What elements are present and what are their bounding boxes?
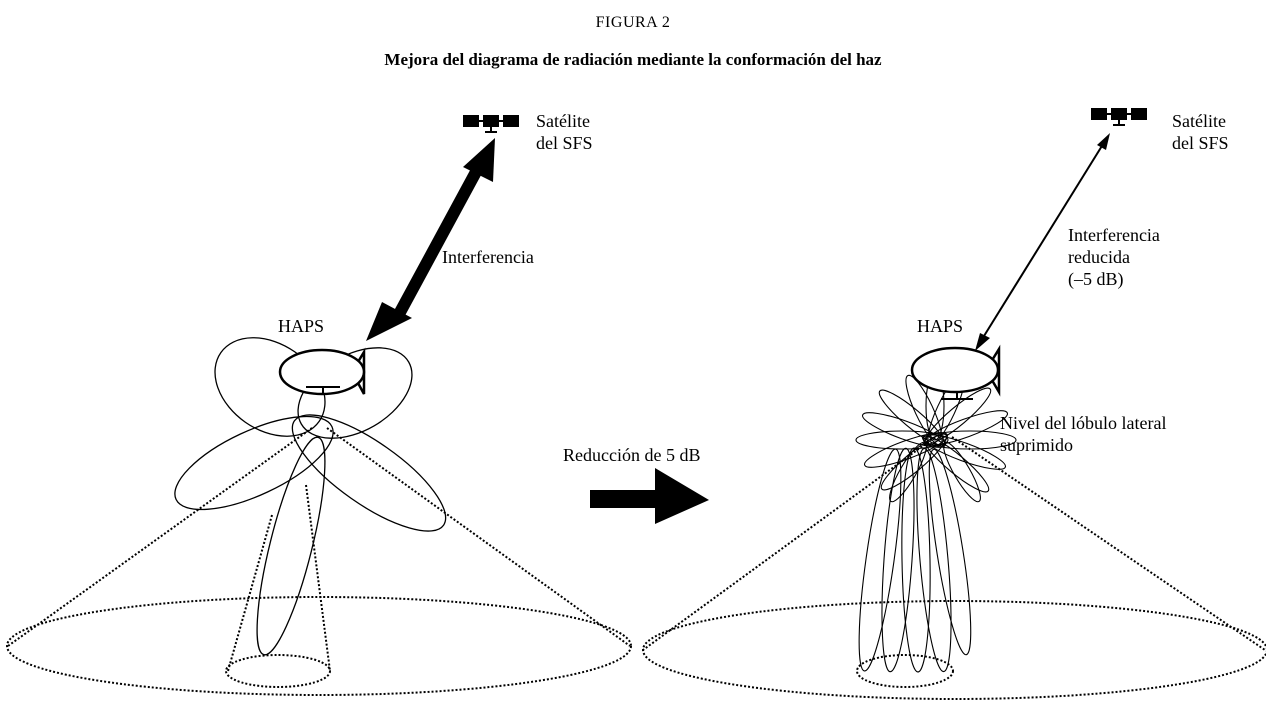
satellite-label-right: Satélite del SFS	[1172, 110, 1229, 154]
interference-label-line3: (–5 dB)	[1068, 269, 1124, 289]
haps-airship-left	[278, 347, 366, 396]
reduction-arrow	[590, 468, 709, 524]
interference-arrow-thick	[366, 138, 495, 341]
interference-label-line2: reducida	[1068, 247, 1130, 267]
coverage-area-right	[642, 600, 1266, 700]
beam-footprint-left	[225, 654, 331, 688]
satellite-icon-left	[463, 115, 519, 133]
satellite-label-left: Satélite del SFS	[536, 110, 593, 154]
haps-airship-right	[910, 344, 1001, 400]
interference-label-line1: Interferencia	[1068, 225, 1160, 245]
interference-label-right: Interferencia reducida (–5 dB)	[1068, 224, 1160, 290]
satellite-icon-right	[1091, 108, 1147, 126]
radiation-lobes-left	[174, 337, 447, 656]
haps-label-right: HAPS	[917, 316, 964, 336]
figure-title: Mejora del diagrama de radiación mediant…	[384, 50, 882, 69]
satellite-label-line2: del SFS	[536, 133, 593, 153]
radiation-lobes-right	[855, 371, 1017, 673]
footprint-line	[227, 514, 273, 672]
interference-arrow-thin	[975, 133, 1110, 351]
satellite-label-line1: Satélite	[536, 111, 590, 131]
reduction-label: Reducción de 5 dB	[563, 445, 701, 465]
sidelobe-label-line1: Nivel del lóbulo lateral	[1000, 413, 1167, 433]
footprint-line	[305, 484, 331, 672]
coverage-cone-line	[642, 436, 936, 651]
coverage-cone-line	[7, 427, 313, 647]
sidelobe-label-line2: suprimido	[1000, 435, 1074, 455]
beam-footprint-right	[856, 654, 954, 688]
coverage-area-left	[6, 596, 632, 696]
haps-label-left: HAPS	[278, 316, 325, 336]
satellite-label-line2: del SFS	[1172, 133, 1229, 153]
figure-number: FIGURA 2	[595, 14, 671, 31]
coverage-cone-line	[951, 436, 1266, 651]
interference-label-left: Interferencia	[442, 247, 534, 267]
sidelobe-label: Nivel del lóbulo lateral suprimido	[1000, 412, 1166, 456]
satellite-label-line1: Satélite	[1172, 111, 1226, 131]
